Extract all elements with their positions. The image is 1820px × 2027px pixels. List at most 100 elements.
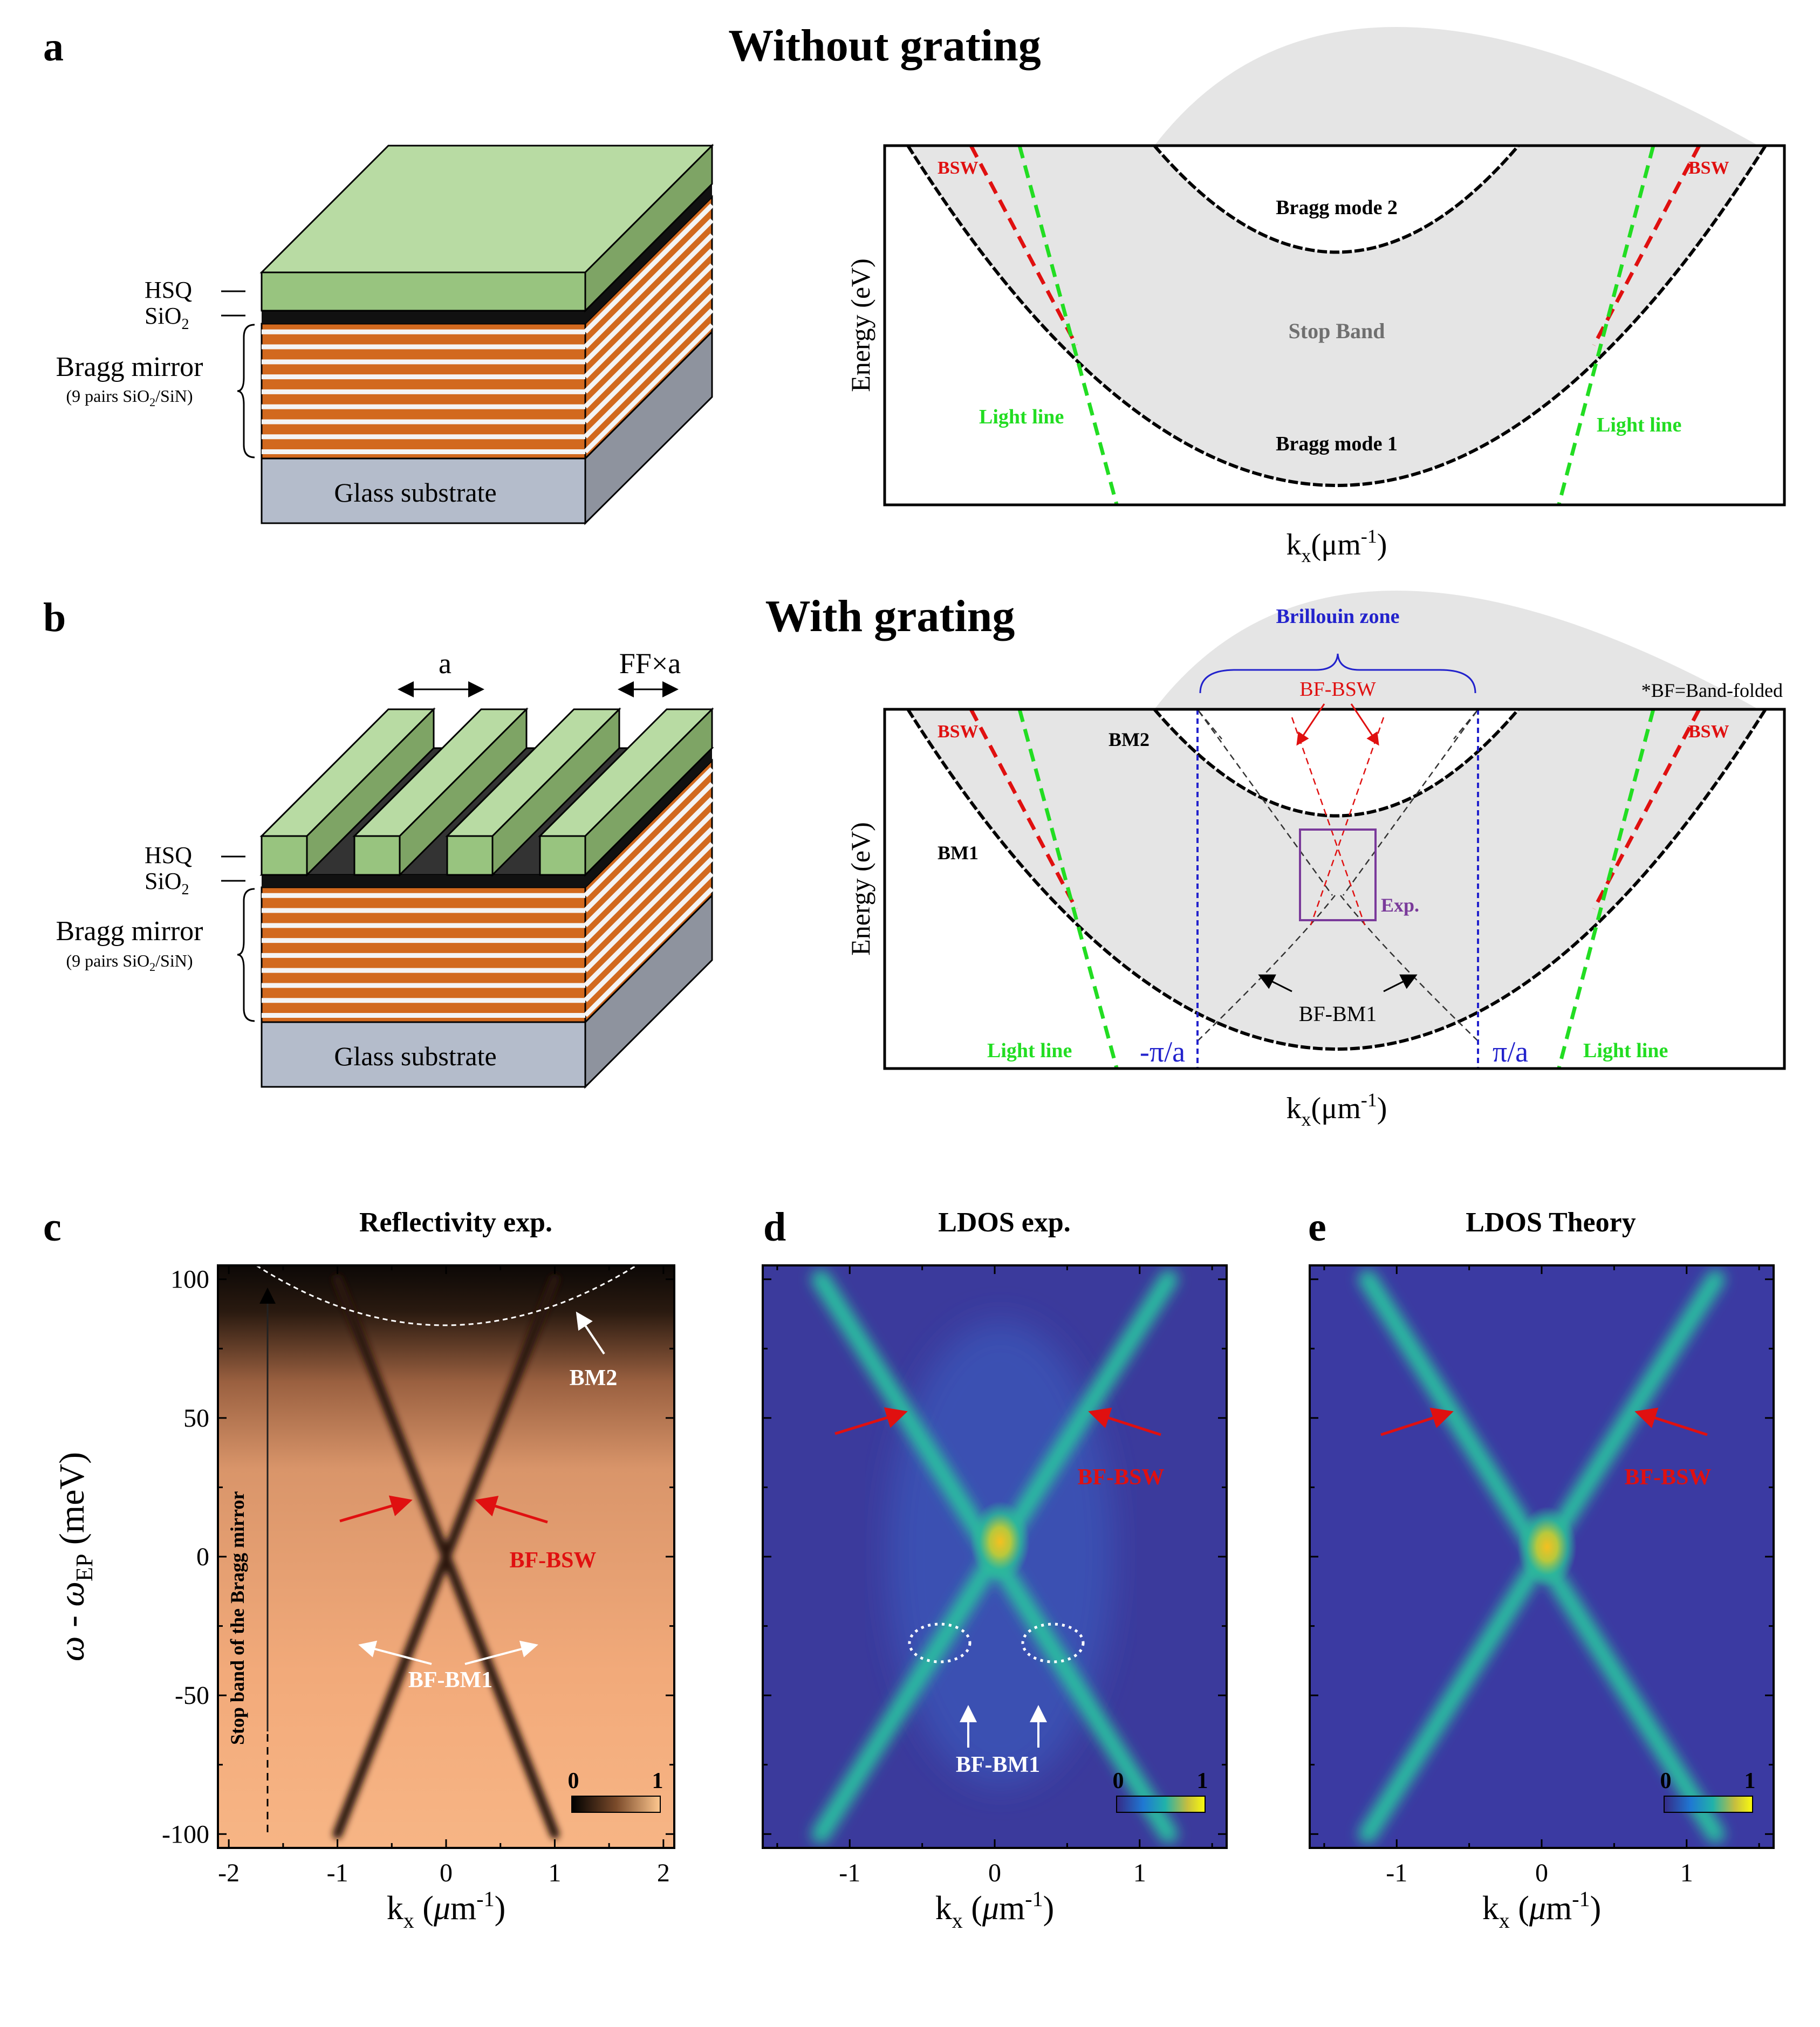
panel-letter-e: e bbox=[1308, 1204, 1326, 1250]
ylabel-c: ω - ωEP (meV) bbox=[52, 1452, 98, 1661]
light-line-left-b bbox=[1017, 709, 1119, 1069]
label-brillouin: Brillouin zone bbox=[1276, 605, 1399, 628]
heatmap-c bbox=[218, 1265, 674, 1848]
panel-a-title: Without grating bbox=[728, 20, 1041, 71]
label-ff: FF×a bbox=[619, 647, 681, 680]
light-line-right-b bbox=[1557, 709, 1655, 1069]
x-tick-label: -2 bbox=[218, 1859, 240, 1887]
bf-bm1-marker-left bbox=[908, 1622, 971, 1663]
bragg-mode-1-curve-a bbox=[906, 145, 1767, 487]
panel-d-title: LDOS exp. bbox=[938, 1207, 1071, 1238]
bragg-stripe-side bbox=[583, 248, 714, 379]
colorbar-c-bar bbox=[571, 1796, 661, 1813]
bragg-stripe-side bbox=[583, 323, 714, 454]
label-bf-note: *BF=Band-folded bbox=[1641, 680, 1783, 701]
colorbar-d-min: 0 bbox=[1113, 1769, 1124, 1793]
bragg-stripe-side bbox=[583, 857, 714, 988]
xlabel-c: kx (μm-1) bbox=[387, 1887, 506, 1933]
label-hsq-b: HSQ bbox=[145, 842, 192, 868]
ridge-front bbox=[353, 835, 401, 876]
xlabel-d: kx (μm-1) bbox=[935, 1887, 1055, 1933]
colorbar-e-bar bbox=[1664, 1796, 1753, 1813]
bf-bsw-arrow-c-left bbox=[339, 1495, 413, 1523]
label-period: a bbox=[439, 647, 451, 680]
bragg-stripe-side bbox=[583, 797, 714, 928]
label-pairs-a: (9 pairs SiO2/SiN) bbox=[66, 386, 193, 409]
x-tick-label: 1 bbox=[1680, 1859, 1693, 1887]
bf-bsw-arrow-c-right bbox=[475, 1496, 548, 1524]
bm2-curve-b bbox=[1153, 708, 1520, 818]
x-tick-label: 0 bbox=[440, 1859, 453, 1887]
bragg-stripe-side bbox=[583, 872, 714, 1002]
bf-bsw-arrow-e-left bbox=[1380, 1407, 1454, 1436]
y-tick-label: -100 bbox=[162, 1820, 209, 1848]
bm2-arrow bbox=[576, 1311, 605, 1355]
substrate-front-b bbox=[261, 1021, 586, 1088]
grating-ridges bbox=[259, 707, 714, 877]
label-bf-bsw-c: BF-BSW bbox=[509, 1548, 596, 1573]
bf-bm1-arrow-right bbox=[1383, 974, 1418, 992]
bragg-stripe-side bbox=[583, 263, 714, 394]
ep-hotspot-d bbox=[970, 1501, 1030, 1582]
y-tick-label: -50 bbox=[175, 1681, 209, 1710]
label-bragg-b: Bragg mirror bbox=[56, 916, 203, 947]
bf-bm-line-upper-left bbox=[1198, 710, 1222, 739]
stopband-fill-b bbox=[908, 591, 1766, 1049]
label-stop-band-a: Stop Band bbox=[1289, 319, 1385, 343]
label-bsw-left-a: BSW bbox=[938, 158, 979, 178]
brace-a bbox=[237, 324, 255, 458]
panel-b-title: With grating bbox=[765, 591, 1015, 641]
x-tick-label: 1 bbox=[548, 1859, 561, 1887]
bragg-mode-2-curve-a bbox=[1153, 145, 1520, 254]
label-bf-bm1-d: BF-BM1 bbox=[956, 1752, 1040, 1777]
sio2-side-b bbox=[585, 748, 712, 887]
sio2-front-b bbox=[262, 875, 585, 887]
heatmap-c-bands bbox=[332, 1274, 560, 1839]
label-bragg-a: Bragg mirror bbox=[56, 352, 203, 382]
bf-bm1-curve-left bbox=[1197, 895, 1336, 1042]
colorbar-c-max: 1 bbox=[652, 1769, 663, 1793]
bf-bm1-curve-right bbox=[1340, 895, 1479, 1042]
bragg-stripe-side bbox=[583, 278, 714, 409]
ylabel-b: Energy (eV) bbox=[845, 822, 875, 956]
ridge-front bbox=[446, 835, 494, 876]
label-bm2-c: BM2 bbox=[570, 1366, 618, 1391]
colorbar-e-min: 0 bbox=[1660, 1769, 1672, 1793]
bf-bm1-marker-right bbox=[1021, 1622, 1085, 1663]
label-bf-bsw-e: BF-BSW bbox=[1624, 1465, 1711, 1490]
bragg-stripe-side bbox=[583, 203, 714, 334]
bragg-stripe-side bbox=[583, 812, 714, 942]
label-bsw-left-b: BSW bbox=[938, 722, 979, 742]
colorbar-d-bar bbox=[1116, 1796, 1206, 1813]
bragg-stripe-side bbox=[583, 233, 714, 364]
panel-c-title: Reflectivity exp. bbox=[359, 1207, 552, 1238]
bragg-stripes-b bbox=[262, 767, 714, 1018]
label-bf-bsw-d: BF-BSW bbox=[1077, 1465, 1164, 1490]
brillouin-brace bbox=[1199, 653, 1476, 694]
brace-b bbox=[237, 888, 255, 1022]
bragg-stripes-a bbox=[262, 203, 714, 454]
label-hsq-a: HSQ bbox=[145, 277, 192, 303]
sio2-front-a bbox=[262, 311, 585, 324]
colorbar-e-max: 1 bbox=[1744, 1769, 1756, 1793]
x-tick-label: -1 bbox=[1386, 1859, 1407, 1887]
bragg-stripe-side bbox=[583, 293, 714, 424]
light-line-left-a bbox=[1017, 145, 1119, 505]
heatmap-d bbox=[763, 1265, 1227, 1848]
ridge-front bbox=[539, 835, 586, 876]
panel-e-title: LDOS Theory bbox=[1466, 1207, 1636, 1238]
bragg-stripe-side bbox=[583, 218, 714, 349]
label-light-line-left-b: Light line bbox=[987, 1039, 1072, 1062]
x-tick-label: 1 bbox=[1133, 1859, 1146, 1887]
bf-bsw-arrow-left bbox=[1296, 703, 1325, 746]
panel-letter-b: b bbox=[43, 595, 66, 640]
bf-bsw-line-left bbox=[1291, 717, 1366, 926]
bragg-stripe-side bbox=[583, 841, 714, 973]
ep-hotspot-e bbox=[1517, 1506, 1577, 1587]
plot-frame-b bbox=[883, 708, 1786, 1070]
label-bf-bm1-c: BF-BM1 bbox=[408, 1668, 492, 1693]
bf-bm1-arrow-c-right bbox=[464, 1640, 538, 1665]
x-tick-label: 0 bbox=[1535, 1859, 1548, 1887]
x-tick-label: -1 bbox=[839, 1859, 860, 1887]
bragg-stripe-side bbox=[583, 782, 714, 913]
